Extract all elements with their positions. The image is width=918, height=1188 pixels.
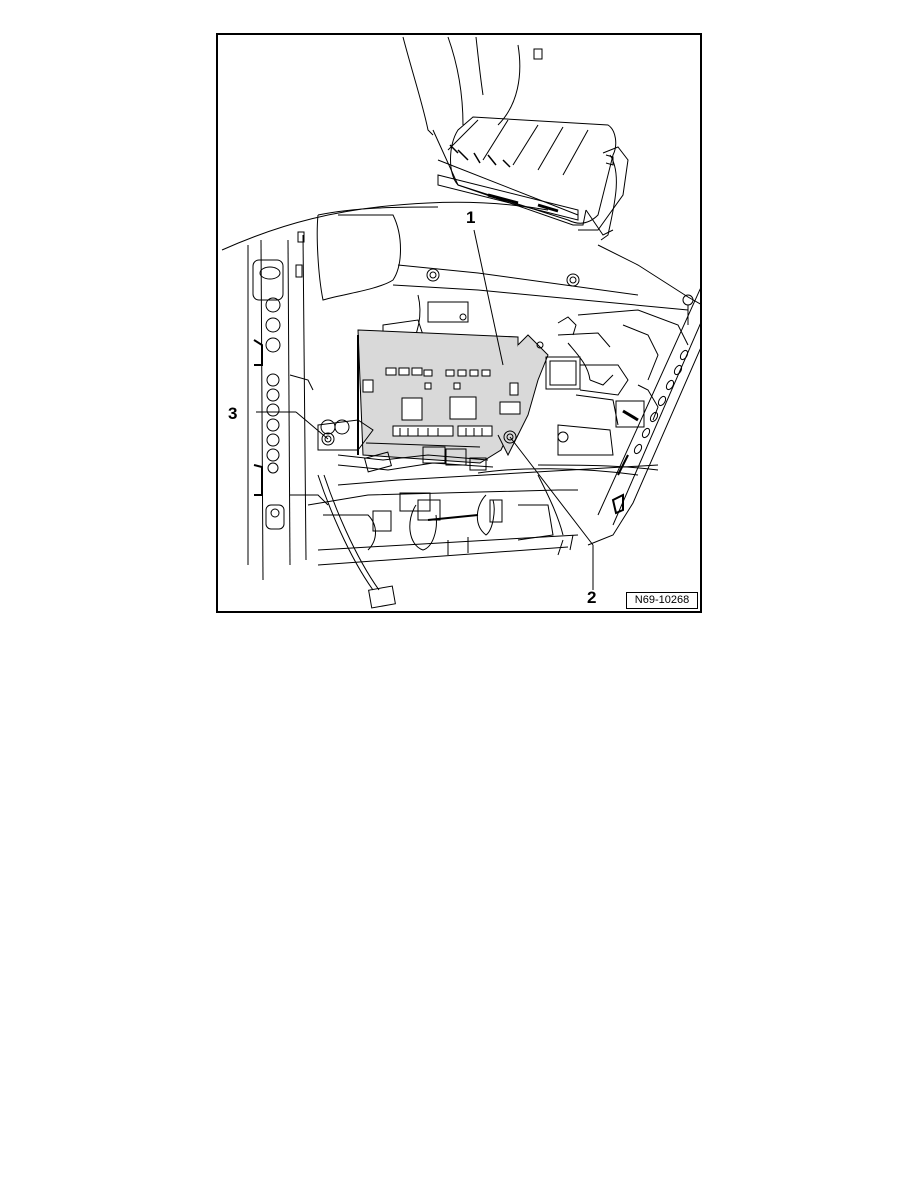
callout-label-2: 2 <box>587 588 597 607</box>
seat-control-unit <box>357 329 549 464</box>
right-seat-rail <box>587 288 700 546</box>
left-seat-rail <box>247 231 329 581</box>
figure-reference-id: N69-10268 <box>626 592 698 609</box>
leader-lines <box>256 229 594 590</box>
seat-wiring-illustration <box>221 36 700 609</box>
diagram-frame: 1 2 3 N69-10268 <box>216 33 702 613</box>
callout-label-3: 3 <box>228 404 238 423</box>
callout-label-1: 1 <box>466 208 476 227</box>
seat-illustration <box>402 36 629 236</box>
wiring-harness <box>307 419 659 609</box>
right-side-components <box>477 309 689 476</box>
